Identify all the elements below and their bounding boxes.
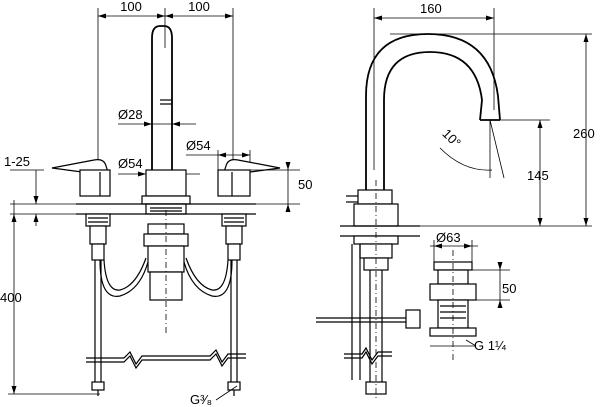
spout-diameter-label: Ø28	[118, 107, 143, 122]
drain-diameter-label: Ø63	[436, 230, 461, 245]
spout-angle-dimension: 10°	[439, 119, 505, 179]
center-body-diameter-label: Ø54	[118, 156, 143, 171]
spacing-dimension: 100 100	[97, 0, 234, 196]
drain-thread-label: G 1¼	[474, 338, 506, 353]
deck-thickness-label: 1-25	[4, 154, 30, 169]
spout	[151, 25, 173, 170]
drain-diameter-dimension: Ø63	[430, 230, 478, 262]
thread-callout: G³⁄₈	[190, 385, 238, 407]
spout-angle-label: 10°	[439, 126, 464, 151]
center-body	[141, 169, 191, 215]
tap-body	[340, 180, 420, 400]
break-marks	[86, 348, 246, 370]
hose-length-label: 400	[0, 290, 22, 305]
pull-rod	[316, 309, 421, 329]
drain-height-dimension: 50	[472, 262, 516, 308]
right-handle	[217, 159, 281, 197]
spacing-right-label: 100	[188, 0, 210, 14]
drain-height-label: 50	[502, 281, 516, 296]
hose-length-dimension: 400	[0, 200, 100, 395]
drain-thread-callout: G 1¼	[430, 338, 506, 353]
right-valve-body	[221, 213, 247, 261]
outlet-height-label: 145	[527, 168, 549, 183]
spout-reach-dimension: 160	[373, 1, 495, 170]
front-view: 100 100 Ø28 Ø54	[0, 0, 312, 407]
side-view: 160 10° 260 1	[316, 1, 595, 400]
handle-height-label: 50	[298, 177, 312, 192]
mixing-chamber	[143, 210, 189, 335]
spout-reach-label: 160	[420, 1, 442, 16]
handle-height-dimension: 50	[250, 162, 312, 212]
curved-spout	[365, 33, 501, 190]
deck-thickness-dimension: 1-25	[4, 154, 84, 226]
spacing-left-label: 100	[120, 0, 142, 14]
thread-label: G³⁄₈	[190, 392, 212, 407]
right-body-diameter-label: Ø54	[186, 138, 211, 153]
left-handle	[51, 159, 111, 197]
spout-diameter-dimension: Ø28	[118, 107, 196, 127]
total-height-label: 260	[573, 126, 595, 141]
total-height-dimension: 260	[390, 33, 595, 227]
outlet-height-dimension: 145	[500, 119, 550, 226]
drain-valve	[429, 250, 477, 360]
connecting-hoses	[99, 257, 233, 297]
left-valve-body	[85, 213, 111, 261]
